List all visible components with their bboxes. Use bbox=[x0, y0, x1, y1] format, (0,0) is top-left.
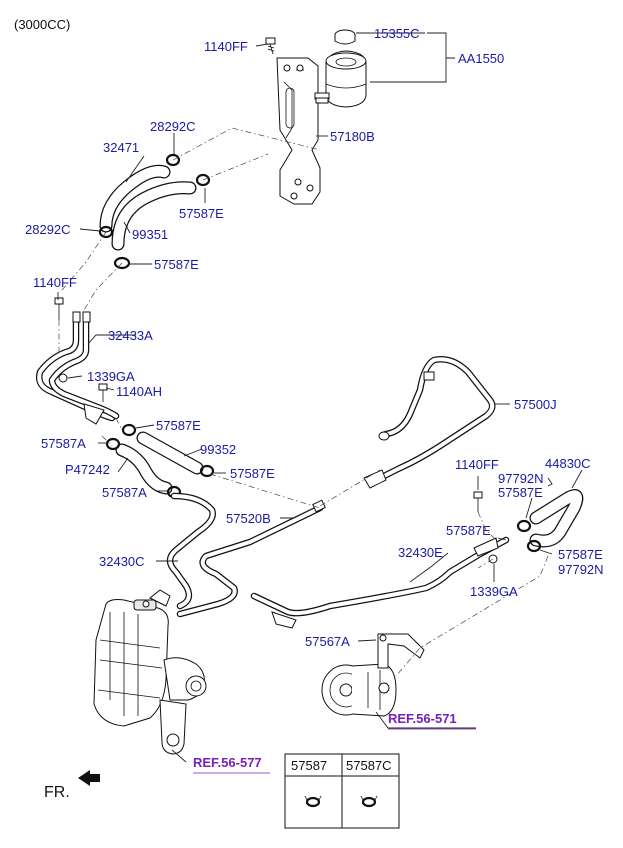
steering-gear-box bbox=[93, 589, 207, 755]
label-57587a-1: 57587A bbox=[41, 436, 86, 451]
label-57587e-4: 57587E bbox=[230, 466, 275, 481]
power-steering-pump bbox=[321, 633, 425, 717]
label-aa1550: AA1550 bbox=[458, 51, 504, 66]
label-1140ff-right: 1140FF bbox=[455, 457, 499, 472]
label-57587e-7: 57587E bbox=[558, 547, 603, 562]
nut-icon bbox=[58, 373, 68, 383]
label-28292c-left: 28292C bbox=[25, 222, 71, 237]
clamp-icon bbox=[360, 795, 378, 808]
hose-p47242 bbox=[115, 443, 173, 495]
leader-lines bbox=[57, 32, 583, 763]
label-57587e-1: 57587E bbox=[179, 206, 224, 221]
pressure-pipe-57520b bbox=[176, 499, 326, 618]
bolt-icon bbox=[54, 297, 64, 320]
reservoir-bracket bbox=[276, 57, 321, 205]
part-labels: 1140FF 15355C AA1550 57180B 28292C 32471… bbox=[25, 26, 604, 649]
label-99352: 99352 bbox=[200, 442, 236, 457]
hose-99352 bbox=[136, 431, 204, 475]
clamp-icon bbox=[516, 519, 542, 553]
label-57567a: 57567A bbox=[305, 634, 350, 649]
bolt-icon bbox=[98, 383, 108, 402]
return-pipe-32430e bbox=[250, 536, 510, 629]
label-57587e-2: 57587E bbox=[154, 257, 199, 272]
clamp-icon bbox=[304, 795, 322, 808]
ref-link-gear[interactable]: REF.56-577 bbox=[193, 755, 262, 770]
variant-label: (3000CC) bbox=[14, 17, 70, 32]
bolt-icon bbox=[265, 37, 276, 55]
label-57587e-5: 57587E bbox=[498, 485, 543, 500]
arrow-icon bbox=[78, 770, 100, 786]
label-57180b: 57180B bbox=[330, 129, 375, 144]
label-32430e: 32430E bbox=[398, 545, 443, 560]
cooler-pipe-57500j bbox=[363, 356, 496, 489]
pump-bracket bbox=[377, 633, 425, 669]
label-1140ff-mid: 1140FF bbox=[33, 275, 77, 290]
label-32430c: 32430C bbox=[99, 554, 145, 569]
front-indicator: FR. bbox=[44, 770, 100, 801]
return-hose-99351 bbox=[111, 181, 197, 251]
return-hose-32471 bbox=[99, 164, 171, 233]
pipe-assembly-32433a bbox=[36, 311, 120, 425]
label-32471: 32471 bbox=[103, 140, 139, 155]
label-57587a-2: 57587A bbox=[102, 485, 147, 500]
hose-44830c bbox=[529, 489, 584, 548]
label-28292c-top: 28292C bbox=[150, 119, 196, 134]
label-99351: 99351 bbox=[132, 227, 168, 242]
label-57587e-3: 57587E bbox=[156, 418, 201, 433]
clamp-icon bbox=[98, 153, 211, 270]
label-1339ga-left: 1339GA bbox=[87, 369, 135, 384]
front-label: FR. bbox=[44, 784, 70, 801]
label-1140ff-top: 1140FF bbox=[204, 39, 248, 54]
pressure-pipe-32430c bbox=[166, 492, 216, 610]
label-1140ah: 1140AH bbox=[116, 384, 162, 399]
label-44830c: 44830C bbox=[545, 456, 591, 471]
label-97792n-2: 97792N bbox=[558, 562, 604, 577]
reservoir-assembly bbox=[265, 29, 367, 205]
bolt-icon bbox=[473, 491, 483, 512]
connection-lines bbox=[58, 127, 549, 677]
label-57587e-6: 57587E bbox=[446, 523, 491, 538]
ref-link-pump[interactable]: REF.56-571 bbox=[388, 711, 457, 726]
legend-col-57587: 57587 bbox=[291, 758, 327, 773]
label-32433a: 32433A bbox=[108, 328, 153, 343]
label-p47242: P47242 bbox=[65, 462, 110, 477]
label-97792n-1: 97792N bbox=[498, 471, 544, 486]
pitman-arm bbox=[159, 699, 187, 755]
label-1339ga-right: 1339GA bbox=[470, 584, 518, 599]
clamp-legend-table: 57587 57587C bbox=[284, 753, 400, 829]
label-57500j: 57500J bbox=[514, 397, 557, 412]
label-57520b: 57520B bbox=[226, 511, 271, 526]
legend-col-57587c: 57587C bbox=[346, 758, 392, 773]
label-15355c: 15355C bbox=[374, 26, 420, 41]
